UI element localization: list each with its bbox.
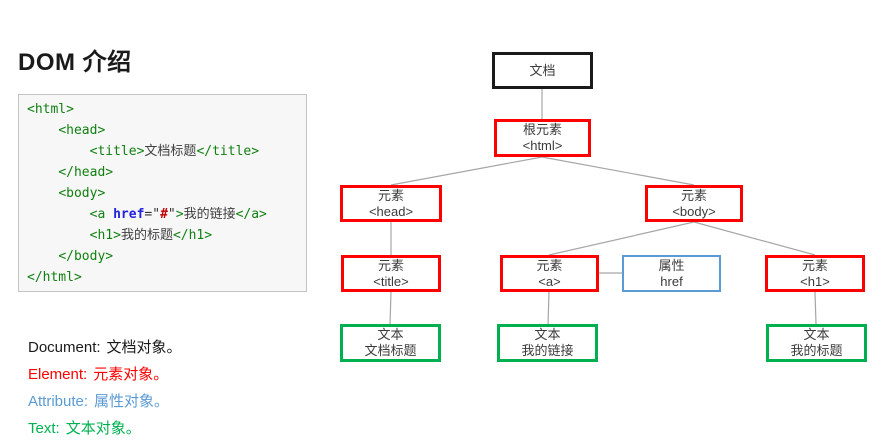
- legend-term: Text:: [28, 420, 60, 437]
- code-token-punct: =: [144, 207, 153, 222]
- code-token-tag: </h1>: [172, 228, 213, 243]
- node-sublabel: <a>: [538, 273, 561, 289]
- code-token-tag: </head>: [58, 165, 114, 180]
- legend-term: Document:: [28, 339, 101, 356]
- tree-node-text-title: 文本 文档标题: [340, 324, 441, 362]
- connector-line: [541, 156, 695, 186]
- node-label: 根元素: [522, 122, 562, 137]
- code-line: <a href="#">我的链接</a>: [27, 204, 298, 225]
- legend-item-text: Text: 文本对象。: [28, 417, 182, 437]
- node-label: 元素: [536, 257, 563, 273]
- tree-node-text-h1: 文本 我的标题: [766, 324, 867, 362]
- code-token-tag: <body>: [58, 186, 106, 201]
- node-label: 元素: [377, 187, 404, 203]
- code-token-punct: ": [152, 207, 161, 222]
- node-sublabel: 我的标题: [790, 343, 843, 358]
- node-sublabel: href: [660, 273, 683, 289]
- page-title: DOM 介绍: [18, 49, 132, 76]
- node-sublabel: 我的链接: [521, 343, 574, 358]
- connector-line: [547, 291, 550, 325]
- node-sublabel: 文档标题: [364, 343, 417, 358]
- code-token-tag: </body>: [58, 249, 114, 264]
- code-token-plain: [27, 144, 90, 159]
- code-token-plain: [27, 207, 90, 222]
- code-token-tag: <head>: [58, 123, 106, 138]
- node-sublabel: <head>: [368, 203, 414, 219]
- legend-desc: 文本对象。: [65, 420, 141, 437]
- node-sublabel: <title>: [373, 273, 409, 289]
- tree-node-a: 元素 <a>: [500, 255, 599, 292]
- node-label: 文本: [803, 327, 830, 342]
- node-label: 属性: [658, 257, 685, 273]
- node-sublabel: <h1>: [800, 273, 830, 289]
- code-token-text: 文档标题: [144, 144, 197, 159]
- connector-line: [693, 221, 816, 256]
- node-sublabel: <body>: [672, 203, 716, 219]
- code-line: <html>: [27, 99, 298, 120]
- code-token-tag: >: [175, 207, 184, 222]
- code-token-tag: </a>: [235, 207, 267, 222]
- code-token-value: #: [160, 207, 168, 222]
- tree-node-title: 元素 <title>: [341, 255, 441, 292]
- code-line: <head>: [27, 120, 298, 141]
- code-token-text: 我的标题: [120, 228, 173, 243]
- code-line: </html>: [27, 267, 298, 288]
- connector-line: [814, 291, 817, 325]
- legend-item-document: Document: 文档对象。: [28, 336, 182, 356]
- code-line: <body>: [27, 183, 298, 204]
- node-label: 文本: [377, 327, 404, 342]
- code-token-plain: [27, 186, 58, 201]
- node-label: 文本: [534, 327, 561, 342]
- code-token-plain: [27, 165, 58, 180]
- legend-term: Attribute:: [28, 393, 89, 410]
- legend: Document: 文档对象。 Element: 元素对象。 Attribute: 属…: [28, 336, 182, 444]
- node-label: 文档: [529, 62, 556, 78]
- tree-node-root-html: 根元素 <html>: [494, 119, 591, 157]
- code-token-tag: <a: [89, 207, 114, 222]
- node-sublabel: <html>: [522, 138, 563, 153]
- code-token-attr: href: [113, 207, 145, 222]
- tree-node-attribute-href: 属性 href: [622, 255, 721, 292]
- connector-line: [548, 221, 695, 256]
- legend-term: Element:: [28, 366, 88, 383]
- legend-desc: 元素对象。: [93, 366, 169, 383]
- code-token-plain: [27, 228, 90, 243]
- code-line: <title>文档标题</title>: [27, 141, 298, 162]
- tree-node-body: 元素 <body>: [645, 185, 743, 222]
- code-token-plain: [27, 123, 58, 138]
- node-label: 元素: [377, 257, 404, 273]
- code-token-text: 我的链接: [183, 207, 236, 222]
- legend-desc: 属性对象。: [94, 393, 170, 410]
- code-token-tag: <html>: [27, 102, 74, 117]
- code-token-tag: <h1>: [89, 228, 121, 243]
- legend-item-attribute: Attribute: 属性对象。: [28, 390, 182, 410]
- legend-item-element: Element: 元素对象。: [28, 363, 182, 383]
- connector-line: [390, 156, 543, 186]
- connector-line: [389, 291, 392, 325]
- code-line: <h1>我的标题</h1>: [27, 225, 298, 246]
- node-label: 元素: [680, 187, 707, 203]
- html-source-code-block: <html> <head> <title>文档标题</title> </head…: [18, 94, 307, 292]
- code-token-tag: </title>: [196, 144, 260, 159]
- tree-node-text-link: 文本 我的链接: [497, 324, 598, 362]
- tree-node-head: 元素 <head>: [340, 185, 442, 222]
- legend-desc: 文档对象。: [106, 339, 182, 356]
- code-token-punct: ": [167, 207, 176, 222]
- tree-node-document: 文档: [492, 52, 593, 89]
- tree-node-h1: 元素 <h1>: [765, 255, 865, 292]
- code-token-plain: [27, 249, 58, 264]
- code-line: </body>: [27, 246, 298, 267]
- code-token-tag: <title>: [89, 144, 145, 159]
- code-token-tag: </html>: [27, 270, 82, 285]
- node-label: 元素: [801, 257, 828, 273]
- code-line: </head>: [27, 162, 298, 183]
